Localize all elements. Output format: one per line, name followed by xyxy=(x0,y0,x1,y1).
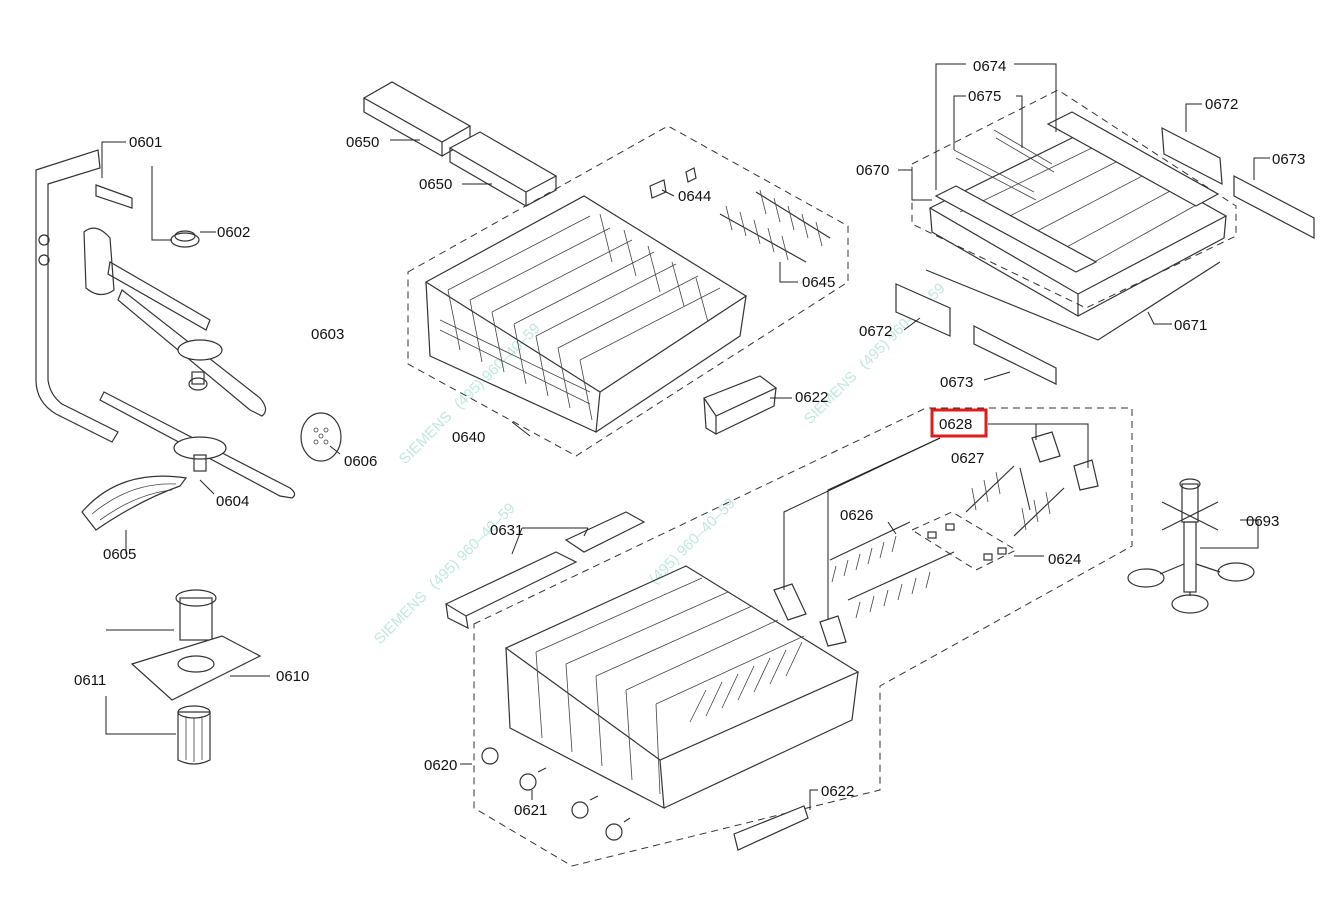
upper-basket-dashed-boundary xyxy=(407,125,849,457)
side-rail-0672-bottom xyxy=(895,283,951,337)
small-parts-0624 xyxy=(927,523,1007,561)
spray-nozzle-disc xyxy=(300,412,342,462)
lower-basket xyxy=(504,565,860,810)
side-rail-0673-bottom xyxy=(973,325,1057,385)
upper-spray-arm-bracket xyxy=(83,227,115,296)
label-0631: 0631 xyxy=(490,522,523,539)
highlight-box-0628 xyxy=(930,408,988,438)
part-labels: 0601 0602 0603 0604 0605 0606 0610 0611 … xyxy=(74,58,1305,819)
upper-spray-arm xyxy=(117,289,267,417)
label-0674: 0674 xyxy=(973,58,1006,75)
small-parts-0624-boundary xyxy=(910,511,1018,571)
label-0604: 0604 xyxy=(216,493,249,510)
label-0673-a: 0673 xyxy=(1272,151,1305,168)
cutlery-trays-0650 xyxy=(362,81,558,208)
label-0673-b: 0673 xyxy=(940,374,973,391)
holder-0693 xyxy=(1127,478,1255,614)
label-0603: 0603 xyxy=(311,326,344,343)
coarse-filter xyxy=(177,711,211,765)
spray-cover-plate xyxy=(81,475,188,531)
label-0672-b: 0672 xyxy=(859,323,892,340)
label-0671: 0671 xyxy=(1174,317,1207,334)
label-0693: 0693 xyxy=(1246,513,1279,530)
watermark-brand: SIEMENS xyxy=(396,408,456,468)
filter-assembly xyxy=(130,589,262,765)
upper-basket xyxy=(424,195,748,433)
label-0650-b: 0650 xyxy=(419,176,452,193)
label-0670: 0670 xyxy=(856,162,889,179)
label-0626: 0626 xyxy=(840,507,873,524)
side-rail-0673-top xyxy=(1233,175,1315,239)
label-0627: 0627 xyxy=(951,450,984,467)
leader-lines xyxy=(101,63,1270,810)
label-0672-a: 0672 xyxy=(1205,96,1238,113)
label-0645: 0645 xyxy=(802,274,835,291)
label-0621: 0621 xyxy=(514,802,547,819)
fold-down-racks xyxy=(829,465,1065,619)
label-0601: 0601 xyxy=(129,134,162,151)
spray-arm-assembly xyxy=(35,149,342,531)
cup-rack-0645 xyxy=(719,189,831,263)
tray-parts-0675 xyxy=(953,129,1055,201)
cutlery-drawer xyxy=(925,111,1228,341)
label-0628: 0628 xyxy=(939,416,972,433)
label-0624: 0624 xyxy=(1048,551,1081,568)
label-0675: 0675 xyxy=(968,88,1001,105)
label-0620: 0620 xyxy=(424,757,457,774)
label-0644: 0644 xyxy=(678,188,711,205)
side-rail-0672-top xyxy=(1161,126,1223,186)
label-0605: 0605 xyxy=(103,546,136,563)
label-0602: 0602 xyxy=(217,224,250,241)
lower-spray-arm xyxy=(99,391,296,499)
label-0611: 0611 xyxy=(74,672,106,689)
supply-pipe xyxy=(35,149,119,443)
clip-0644 xyxy=(649,179,667,199)
rack-clips-0628 xyxy=(773,431,1099,647)
basket-wheels xyxy=(481,747,631,841)
label-0640: 0640 xyxy=(452,429,485,446)
watermark-phone: (495) 960–40–59 xyxy=(646,495,739,588)
label-0650-a: 0650 xyxy=(346,134,379,151)
watermark-phone: (495) 960–40–59 xyxy=(451,320,544,413)
basket-handle-lower xyxy=(733,805,809,851)
label-0606: 0606 xyxy=(344,453,377,470)
cutlery-trays-0631 xyxy=(444,511,646,630)
label-0622-lower: 0622 xyxy=(821,783,854,800)
label-0622-upper: 0622 xyxy=(795,389,828,406)
label-0610: 0610 xyxy=(276,668,309,685)
watermark-brand: SIEMENS xyxy=(371,588,431,648)
lower-basket-accessories-dashed-boundary xyxy=(473,407,1133,867)
